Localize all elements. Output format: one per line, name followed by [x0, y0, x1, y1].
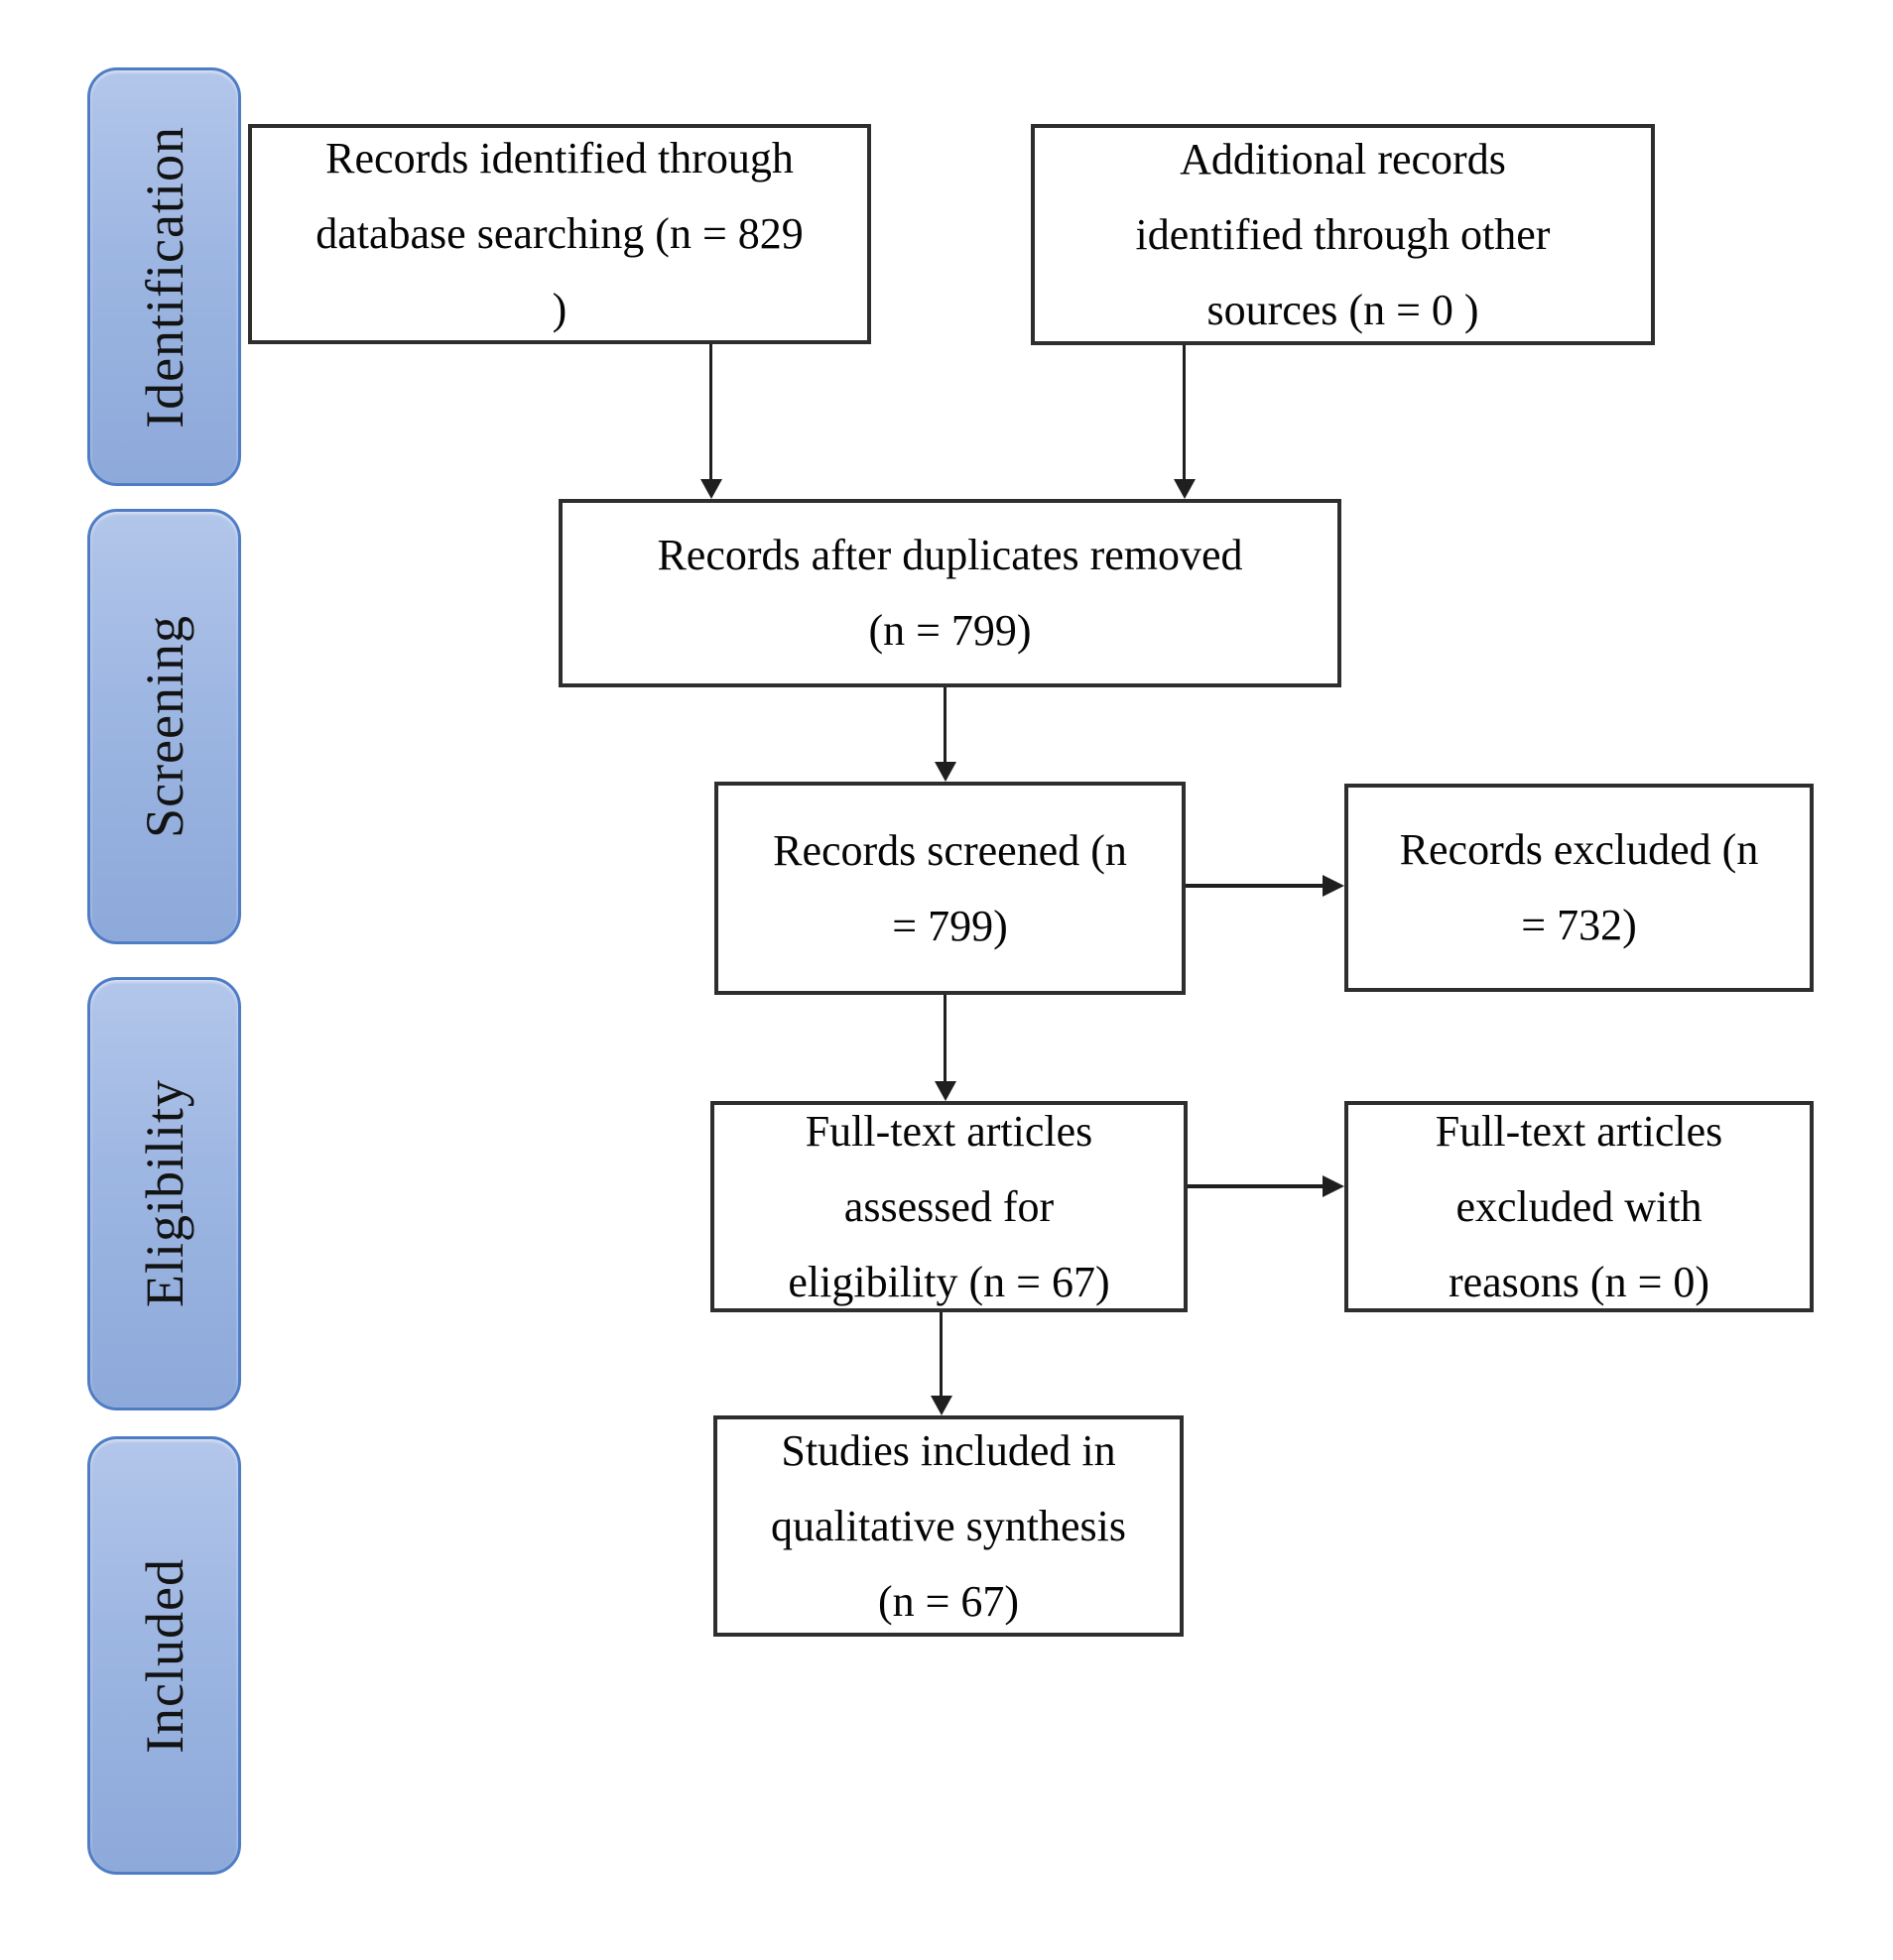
- node-fulltext-assessed: Full-text articles assessed for eligibil…: [710, 1101, 1188, 1312]
- node-records-deduplicated: Records after duplicates removed (n = 79…: [559, 499, 1341, 687]
- node-fulltext-assessed-text: Full-text articles assessed for eligibil…: [788, 1106, 1110, 1306]
- node-records-deduplicated-text: Records after duplicates removed (n = 79…: [657, 531, 1243, 655]
- node-records-screened: Records screened (n = 799): [714, 782, 1186, 995]
- node-records-identified: Records identified through database sear…: [248, 124, 871, 344]
- arrowhead-down-icon: [934, 1081, 956, 1101]
- node-additional-records: Additional records identified through ot…: [1031, 124, 1655, 345]
- node-records-excluded: Records excluded (n = 732): [1344, 784, 1814, 992]
- arrowhead-down-icon: [930, 1396, 952, 1415]
- node-studies-included: Studies included in qualitative synthesi…: [713, 1415, 1184, 1637]
- stage-eligibility-label: Eligibility: [134, 1079, 194, 1308]
- node-fulltext-excluded-text: Full-text articles excluded with reasons…: [1435, 1106, 1723, 1306]
- stage-eligibility: Eligibility: [87, 977, 241, 1410]
- node-records-screened-text: Records screened (n = 799): [773, 825, 1127, 950]
- arrowhead-down-icon: [699, 479, 722, 499]
- node-fulltext-excluded: Full-text articles excluded with reasons…: [1344, 1101, 1814, 1312]
- stage-screening-label: Screening: [134, 615, 194, 838]
- node-studies-included-text: Studies included in qualitative synthesi…: [770, 1425, 1127, 1626]
- arrowhead-down-icon: [1173, 479, 1196, 499]
- stage-identification: Identification: [87, 67, 241, 486]
- arrowhead-right-icon: [1323, 875, 1344, 897]
- stage-included: Included: [87, 1436, 241, 1875]
- arrow-fulltext-to-excluded: [1188, 1175, 1344, 1197]
- arrow-screened-to-fulltext: [934, 995, 956, 1101]
- arrowhead-down-icon: [934, 762, 956, 782]
- arrow-fulltext-to-included: [930, 1312, 952, 1415]
- node-additional-records-text: Additional records identified through ot…: [1135, 134, 1551, 334]
- arrow-deduplicated-to-screened: [934, 687, 956, 782]
- stage-identification-label: Identification: [134, 125, 194, 429]
- stage-screening: Screening: [87, 509, 241, 944]
- node-records-identified-text: Records identified through database sear…: [316, 134, 804, 333]
- arrow-screened-to-excluded: [1186, 875, 1344, 897]
- stage-included-label: Included: [134, 1557, 194, 1754]
- arrowhead-right-icon: [1323, 1175, 1344, 1197]
- arrow-additional-records-to-deduplicated: [1173, 345, 1196, 499]
- node-records-excluded-text: Records excluded (n = 732): [1399, 825, 1759, 949]
- arrow-records-identified-to-deduplicated: [699, 344, 722, 499]
